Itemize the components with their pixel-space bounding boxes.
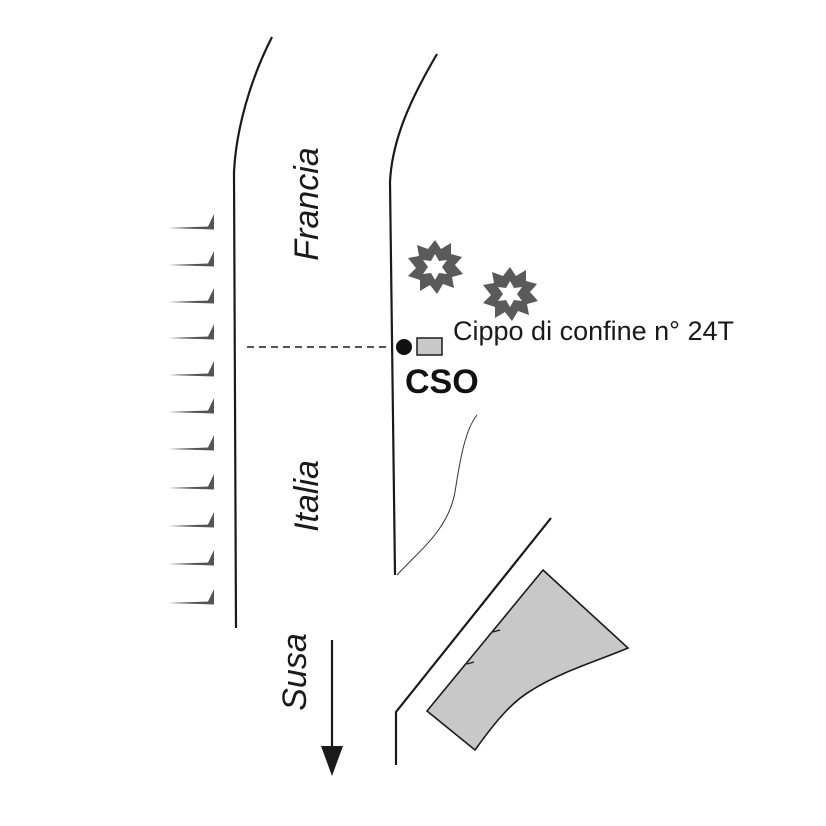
gray-area-tick [466, 661, 475, 665]
embankment-tick [168, 512, 214, 528]
embankment-tick [168, 288, 214, 304]
embankment-tick [168, 251, 214, 267]
embankment-tick [168, 361, 214, 377]
embankment-tick [168, 398, 214, 414]
embankment-tick [168, 589, 214, 605]
arrow-down-icon [321, 640, 343, 776]
direction-label: Susa [276, 633, 314, 711]
station-label: CSO [405, 363, 479, 401]
road-edge-right [388, 53, 438, 576]
shrub-icon [408, 240, 463, 294]
road-edge-lower [394, 517, 552, 765]
embankment-tick [168, 435, 214, 451]
marker-label: Cippo di confine n° 24T [453, 316, 734, 346]
filled-circle-icon [396, 339, 412, 355]
embankment-ticks [168, 214, 214, 605]
country-label-south: Italia [288, 460, 326, 532]
ditch-line [396, 414, 478, 576]
rectangle-icon [416, 337, 443, 356]
gray-area [425, 568, 630, 752]
country-label-north: Francia [288, 147, 326, 260]
embankment-tick [168, 214, 214, 230]
road-edge-left [232, 36, 273, 629]
gray-area-tick [492, 629, 501, 633]
shrub-icon [483, 267, 538, 321]
embankment-tick [168, 324, 214, 340]
embankment-tick [168, 550, 214, 566]
embankment-tick [168, 474, 214, 490]
